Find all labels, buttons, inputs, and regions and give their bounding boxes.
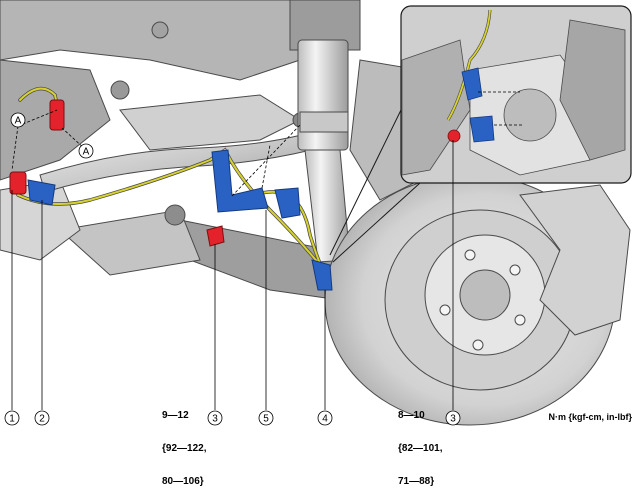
connector-upper <box>49 99 65 131</box>
bolt-red <box>206 225 225 247</box>
callout-leaders <box>11 140 454 410</box>
reference-a-left: A <box>10 112 26 128</box>
svg-text:3: 3 <box>212 414 218 425</box>
svg-text:A: A <box>15 116 22 127</box>
inset-pointer-top <box>329 109 402 256</box>
callout-5: 5 <box>258 410 274 426</box>
torque-units-label: N·m {kgf-cm, in-lbf} <box>548 412 632 422</box>
wheel-speed-sensor-diagram: 1 2 3 5 4 3 A A 9—12 {92—122, 80—106} 8—… <box>0 0 632 487</box>
bracket-clip-2 <box>274 187 301 219</box>
torque-right-line2: {82—101, <box>398 443 443 454</box>
callout-1: 1 <box>4 410 20 426</box>
detail-inset <box>400 5 632 184</box>
wheel-speed-sensor <box>311 259 333 291</box>
connector-lower <box>9 171 27 195</box>
harness-brackets <box>27 149 333 291</box>
svg-text:A: A <box>83 147 90 158</box>
torque-left-line1: 9—12 <box>162 410 189 421</box>
strut-assembly <box>289 0 361 263</box>
svg-text:3: 3 <box>450 414 456 425</box>
torque-right-line3: 71—88} <box>398 476 435 487</box>
callout-3-left: 3 <box>207 410 223 426</box>
callout-2: 2 <box>34 410 50 426</box>
torque-left-line2: {92—122, <box>162 443 207 454</box>
sensor-connectors <box>9 99 225 247</box>
diagram-canvas: 1 2 3 5 4 3 A A <box>0 0 632 426</box>
callout-4: 4 <box>317 410 333 426</box>
callout-3-right: 3 <box>445 410 461 426</box>
svg-text:5: 5 <box>263 414 269 425</box>
bracket-connector <box>27 179 56 206</box>
reference-a-right: A <box>78 143 94 159</box>
brake-caliper <box>519 184 631 336</box>
torque-right-line1: 8—10 <box>398 410 425 421</box>
brake-disc <box>324 174 616 426</box>
torque-spec-left: 9—12 {92—122, 80—106} <box>162 388 206 498</box>
svg-text:2: 2 <box>39 414 45 425</box>
torque-spec-right: 8—10 {82—101, 71—88} <box>398 388 442 498</box>
svg-text:1: 1 <box>9 414 15 425</box>
svg-text:4: 4 <box>322 414 328 425</box>
torque-left-line3: 80—106} <box>162 476 204 487</box>
inset-pointer-bottom <box>332 182 421 263</box>
